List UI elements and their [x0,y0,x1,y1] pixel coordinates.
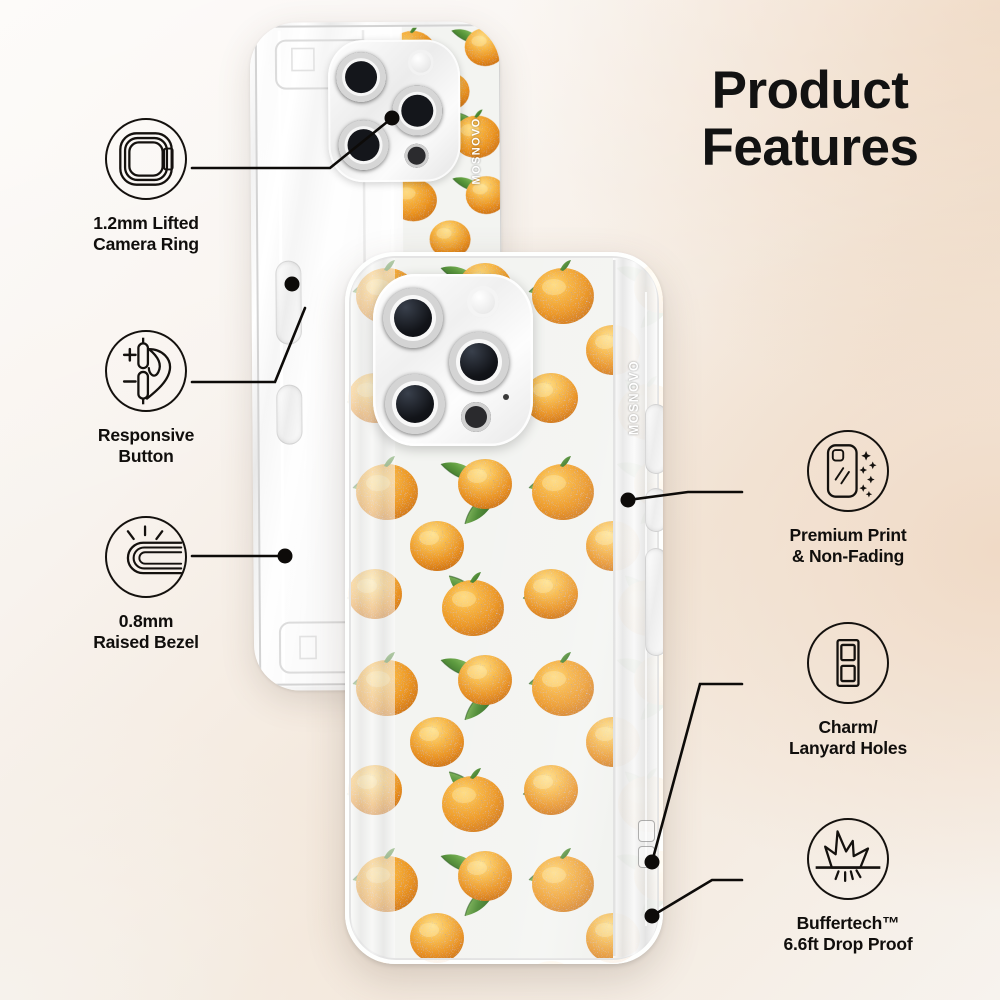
feature-label: 0.8mm Raised Bezel [93,611,199,653]
camera-lens [392,85,443,136]
action-button-cutout [645,488,663,532]
volume-button-cutout [275,260,302,345]
lanyard-hole [638,820,655,842]
feature-raised-bezel: 0.8mm Raised Bezel [46,516,246,654]
lanyard-hole [638,846,655,868]
microphone-icon [503,394,509,400]
feature-lifted-camera-ring: 1.2mm Lifted Camera Ring [46,118,246,256]
camera-lens [449,332,509,392]
camera-lens [383,288,443,348]
responsive-button-icon [105,330,187,412]
camera-module-back [327,39,461,183]
volume-button-cutout [645,548,663,656]
feature-label: Premium Print & Non-Fading [789,525,907,567]
page-title-line-1: Product [711,61,909,120]
power-button-cutout [645,404,663,474]
brand-text-front: MOSNOVO [627,360,641,436]
camera-lens [385,374,445,434]
camera-ring-icon [105,118,187,200]
feature-premium-print: Premium Print & Non-Fading [748,430,948,568]
brand-text-back: MOSNOVO [470,117,483,185]
page-title-line-2: Features [701,118,919,178]
raised-bezel-icon [105,516,187,598]
feature-responsive-button: Responsive Button [46,330,246,468]
page-title: Product Features [640,61,980,178]
camera-lens [335,51,387,103]
phone-front: MOSNOVO [345,252,663,964]
lidar-sensor-icon [404,143,429,168]
feature-label: Responsive Button [97,425,195,467]
lanyard-holes-icon [807,622,889,704]
power-button-cutout [276,384,303,445]
feature-label: Charm/ Lanyard Holes [789,717,907,759]
feature-label: Buffertech™ 6.6ft Drop Proof [783,913,913,955]
camera-flash-icon [467,286,499,318]
camera-flash-icon [407,49,435,76]
camera-lens [338,119,389,171]
camera-module-front [373,274,533,446]
phone-front-body: MOSNOVO [345,252,663,964]
lidar-sensor-icon [461,402,491,432]
feature-label: 1.2mm Lifted Camera Ring [93,213,199,255]
feature-drop-proof: Buffertech™ 6.6ft Drop Proof [748,818,948,956]
feature-charm-lanyard-holes: Charm/ Lanyard Holes [748,622,948,760]
impact-burst-icon [807,818,889,900]
print-sparkle-icon [807,430,889,512]
